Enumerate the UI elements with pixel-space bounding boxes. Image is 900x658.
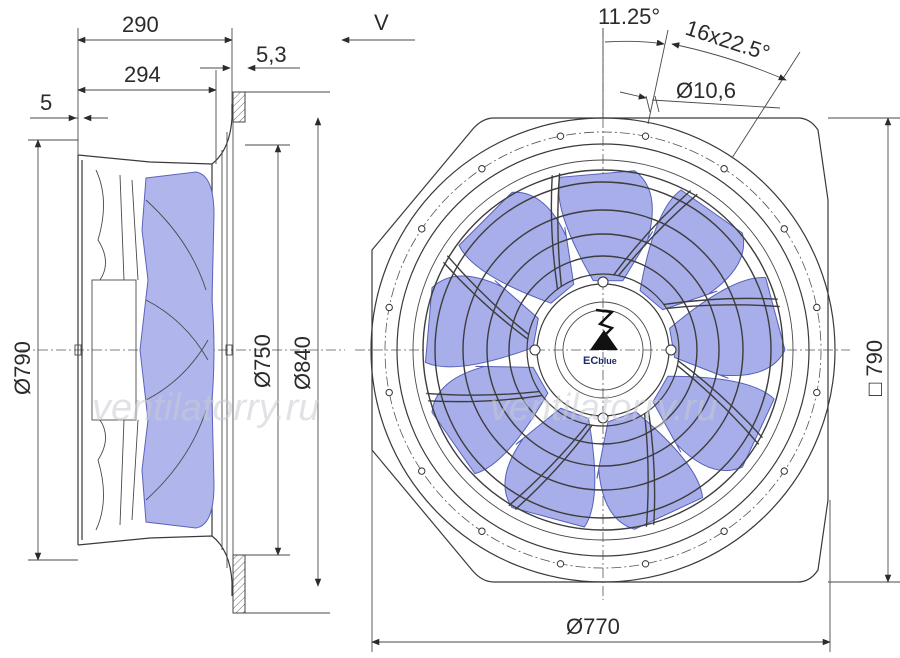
mounting-plate xyxy=(371,117,829,583)
dim-5: 5 xyxy=(40,90,52,115)
dim-5-3: 5,3 xyxy=(256,42,287,67)
guard-strut xyxy=(676,364,760,445)
ecblue-logo: ECblue xyxy=(583,308,618,367)
watermark-right: ventilatorry.ru xyxy=(490,387,717,429)
guard-strut xyxy=(428,394,543,403)
guard-strut xyxy=(643,413,649,527)
dim-dia-790-side: Ø790 xyxy=(10,341,35,395)
dim-angle-11-25: 11.25° xyxy=(598,4,660,29)
mounting-hole xyxy=(418,225,426,233)
guard-strut xyxy=(663,297,778,306)
mounting-hole xyxy=(813,388,821,397)
mounting-hole xyxy=(385,388,393,397)
mounting-hole xyxy=(780,467,788,475)
dim-hole-dia: Ø10,6 xyxy=(676,78,736,103)
mounting-hole xyxy=(556,560,565,568)
guard-strut xyxy=(677,360,764,439)
mounting-hole xyxy=(478,165,486,173)
watermark-left: ventilatorry.ru xyxy=(92,387,319,429)
dim-square-790: □ 790 xyxy=(862,340,887,396)
guard-strut xyxy=(426,390,540,396)
guard-strut xyxy=(514,424,593,511)
guard-strut xyxy=(446,255,530,336)
dim-294: 294 xyxy=(124,62,161,87)
dim-dia-770: Ø770 xyxy=(566,614,620,639)
guard-spokes xyxy=(426,173,780,527)
guard-strut xyxy=(550,175,559,290)
mounting-holes xyxy=(385,132,821,568)
side-view: 290 294 5,3 5 Ø790 Ø750 Ø840 V xyxy=(10,10,415,614)
logo-blue: blue xyxy=(598,356,617,366)
impeller-blade xyxy=(424,275,539,368)
mounting-hole xyxy=(385,303,393,312)
svg-text:ECblue: ECblue xyxy=(583,355,617,367)
guard-strut xyxy=(666,304,780,310)
mounting-hole xyxy=(418,467,426,475)
mounting-hole xyxy=(641,560,650,568)
dim-290: 290 xyxy=(122,12,159,37)
mounting-hole xyxy=(813,303,821,312)
mounting-hole xyxy=(556,132,565,140)
mounting-hole xyxy=(720,165,728,173)
guard-strut xyxy=(613,189,692,276)
guard-strut xyxy=(442,261,529,340)
guard-strut xyxy=(647,410,656,525)
motor-hub xyxy=(526,273,680,427)
guard-grille xyxy=(422,169,784,531)
logo-ec: EC xyxy=(583,355,598,367)
impeller-blade xyxy=(558,170,653,282)
dim-dia-840: Ø840 xyxy=(290,336,315,390)
guard-strut xyxy=(617,193,698,277)
mounting-hole xyxy=(478,527,486,535)
guard-strut xyxy=(557,173,563,287)
mounting-hole xyxy=(780,225,788,233)
guard-strut xyxy=(508,423,589,507)
mounting-hole xyxy=(641,132,650,140)
dim-dia-750: Ø750 xyxy=(250,334,275,388)
mounting-hole xyxy=(720,527,728,535)
view-label: V xyxy=(374,10,389,35)
front-view: ECblue 11.25° 16x22.5° Ø10,6 □ 790 Ø770 xyxy=(355,4,900,652)
impeller-blade xyxy=(669,277,786,379)
